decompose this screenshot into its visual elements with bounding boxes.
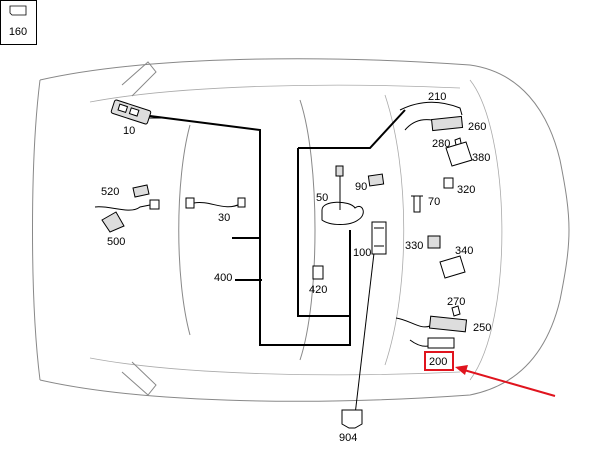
part-320: 320 [443, 177, 475, 196]
callout-200: 200 [429, 356, 447, 368]
callout-50: 50 [316, 192, 328, 204]
part-100: 100 [353, 221, 387, 259]
part-260: 260 [431, 115, 486, 133]
highlight-box-200 [424, 351, 454, 371]
document-icon [9, 5, 27, 16]
part-330: 330 [405, 235, 441, 252]
callout-280: 280 [432, 138, 450, 150]
part-904: 904 [339, 409, 363, 444]
callout-330: 330 [405, 240, 423, 252]
part-200: 200 [409, 337, 455, 371]
callout-70: 70 [428, 196, 440, 208]
callout-904: 904 [339, 432, 357, 444]
part-340: 340 [439, 245, 473, 279]
part-30: 30 [185, 197, 246, 224]
car-outline [32, 58, 570, 402]
callout-10: 10 [123, 125, 135, 137]
callout-30: 30 [218, 212, 230, 224]
callout-380: 380 [472, 152, 490, 164]
part-90: 90 [355, 173, 385, 193]
callout-320: 320 [457, 184, 475, 196]
callout-420: 420 [309, 284, 327, 296]
part-500: 500 [101, 211, 125, 248]
part-420: 420 [309, 265, 327, 296]
callout-400: 400 [214, 272, 232, 284]
part-250: 250 [395, 315, 491, 334]
callout-340: 340 [455, 245, 473, 257]
callout-250: 250 [473, 322, 491, 334]
callout-500: 500 [107, 236, 125, 248]
callout-520: 520 [101, 186, 119, 198]
part-10: 10 [110, 99, 152, 137]
part-380: 380 [445, 141, 490, 167]
highlight-arrow [455, 365, 556, 397]
part-70: 70 [411, 195, 440, 213]
part-270: 270 [447, 296, 465, 317]
part-50: 50 [316, 165, 364, 225]
part-520: 520 [94, 184, 160, 211]
callout-270: 270 [447, 296, 465, 308]
callout-260: 260 [468, 121, 486, 133]
callout-90: 90 [355, 181, 367, 193]
callout-100: 100 [353, 247, 371, 259]
page-number: 160 [9, 26, 27, 38]
harness-wires [145, 109, 406, 416]
callout-210: 210 [428, 91, 446, 103]
page-number-box: 160 [0, 0, 37, 45]
